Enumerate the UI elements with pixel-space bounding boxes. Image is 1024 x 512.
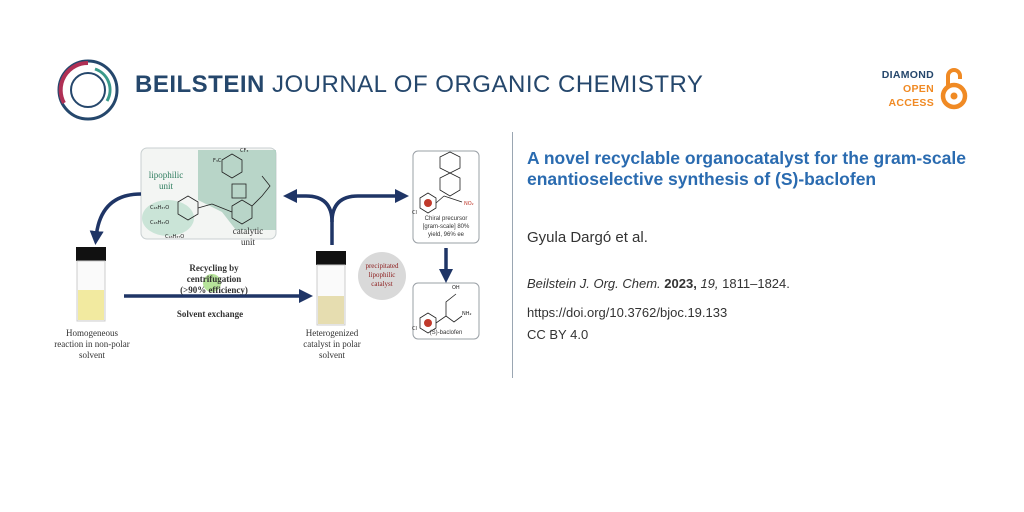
chiral-precursor-label: Chiral precursor [gram-scale] 80% yield,… (422, 216, 470, 238)
solvent-exchange-label: Solvent exchange (176, 309, 244, 319)
vial-heterogenized (316, 251, 346, 326)
svg-text:C₁₈H₃₇O: C₁₈H₃₇O (150, 220, 169, 226)
graphical-abstract: F₃C CF₃ C₁₈H₃₇O C₁₈H₃₇O C₁₈H₃₇O NO₂ Cl O… (76, 147, 480, 340)
article-authors: Gyula Dargó et al. (527, 229, 648, 246)
license: CC BY 4.0 (527, 327, 589, 342)
citation-journal: Beilstein J. Org. Chem. (527, 276, 661, 291)
precursor-structure (419, 151, 463, 214)
catalytic-highlight (198, 150, 276, 230)
doi-link[interactable]: https://doi.org/10.3762/bjoc.19.133 (527, 305, 728, 320)
precipitate-bubble (358, 252, 406, 300)
article-title[interactable]: A novel recyclable organocatalyst for th… (527, 148, 966, 189)
recycle-icon (203, 274, 221, 292)
citation-year: 2023, (664, 276, 697, 291)
product-label: (S)-baclofen (429, 330, 463, 336)
svg-text:Cl: Cl (412, 326, 417, 332)
svg-text:F₃C: F₃C (213, 158, 222, 164)
journal-name: BEILSTEIN JOURNAL OF ORGANIC CHEMISTRY (135, 71, 704, 98)
product-structure (419, 293, 463, 334)
divider (512, 132, 513, 378)
catalyst-structure (177, 153, 271, 225)
svg-text:C₁₈H₃₇O: C₁₈H₃₇O (150, 205, 169, 211)
citation: Beilstein J. Org. Chem. 2023, 19, 1811–1… (527, 276, 790, 291)
arrow-branch-up (283, 189, 334, 245)
citation-volume: 19, (700, 276, 719, 291)
svg-text:OH: OH (452, 285, 460, 291)
open-lock-icon (940, 68, 968, 110)
svg-text:Cl: Cl (412, 210, 417, 216)
svg-text:NH₂: NH₂ (462, 311, 472, 317)
open-access-badge: DIAMOND OPEN ACCESS (862, 68, 934, 110)
catalytic-unit-label: catalytic unit (232, 226, 264, 247)
badge-line-3: ACCESS (888, 97, 934, 109)
badge-line-2: OPEN (903, 83, 934, 95)
citation-pages: 1811–1824. (722, 276, 790, 291)
svg-text:C₁₈H₃₇O: C₁₈H₃₇O (165, 234, 184, 240)
svg-text:CF₃: CF₃ (240, 148, 248, 154)
precipitated-label: precipitated lipophilic catalyst (365, 262, 399, 288)
vial-homogeneous (76, 247, 106, 322)
lipophilic-highlight (142, 200, 194, 236)
homogeneous-label: Homogeneous reaction in non-polar solven… (54, 328, 130, 360)
heterogenized-label: Heterogenized catalyst in polar solvent (303, 328, 361, 360)
journal-logo-icon (57, 59, 119, 121)
badge-line-1: DIAMOND (881, 69, 934, 81)
arrow-to-homogeneous (89, 192, 142, 245)
arrow-branch-right (330, 189, 409, 223)
recycling-label: Recycling by centrifugation (>90% effici… (180, 263, 248, 295)
svg-text:NO₂: NO₂ (464, 201, 474, 207)
lipophilic-unit-label: lipophilic unit (148, 170, 184, 191)
